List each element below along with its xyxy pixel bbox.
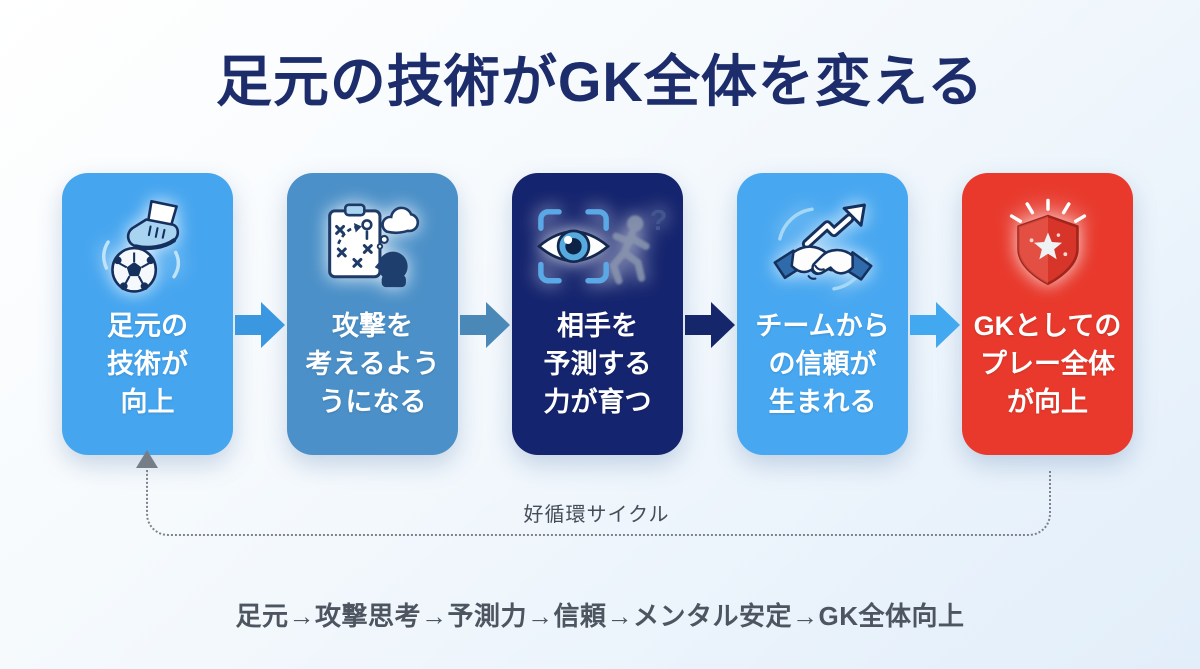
right-arrow-icon xyxy=(683,298,737,352)
right-arrow-icon xyxy=(233,298,287,352)
flow-step-card-3: ? 相手を 予測する 力が育つ xyxy=(512,173,683,455)
flow-step-card-1: 足元の 技術が 向上 xyxy=(62,173,233,455)
flow-step-label: 足元の 技術が 向上 xyxy=(107,311,188,417)
flow-step-label: 相手を 予測する 力が育つ xyxy=(543,311,652,417)
flow-row: 足元の 技術が 向上 xyxy=(62,173,1138,455)
flow-summary-text: 足元→攻撃思考→予測力→信頼→メンタル安定→GK全体向上 xyxy=(235,601,965,631)
right-arrow-icon xyxy=(458,298,512,352)
flow-step-card-4: チームから の信頼が 生まれる xyxy=(737,173,908,455)
flow-step-card-2: 攻撃を 考えるよう うになる xyxy=(287,173,458,455)
svg-text:?: ? xyxy=(649,205,665,237)
eye-tracking-opponent-icon: ? xyxy=(530,193,666,305)
foot-kicking-soccer-ball-icon xyxy=(96,193,200,305)
flow-step-card-5: GKとしての プレー全体 が向上 xyxy=(962,173,1133,455)
handshake-growth-icon xyxy=(768,193,878,305)
flow-step-label: チームから の信頼が 生まれる xyxy=(755,311,890,417)
cycle-loop-line xyxy=(146,470,1051,536)
tactics-board-thinking-icon xyxy=(321,193,425,305)
page-title: 足元の技術がGK全体を変える xyxy=(215,50,985,113)
shield-star-icon xyxy=(996,193,1100,305)
flow-step-label: GKとしての プレー全体 が向上 xyxy=(973,311,1122,417)
cycle-arrowhead-icon xyxy=(136,450,158,468)
cycle-label: 好循環サイクル xyxy=(523,504,670,526)
right-arrow-icon xyxy=(908,298,962,352)
flow-step-label: 攻撃を 考えるよう うになる xyxy=(305,311,440,417)
